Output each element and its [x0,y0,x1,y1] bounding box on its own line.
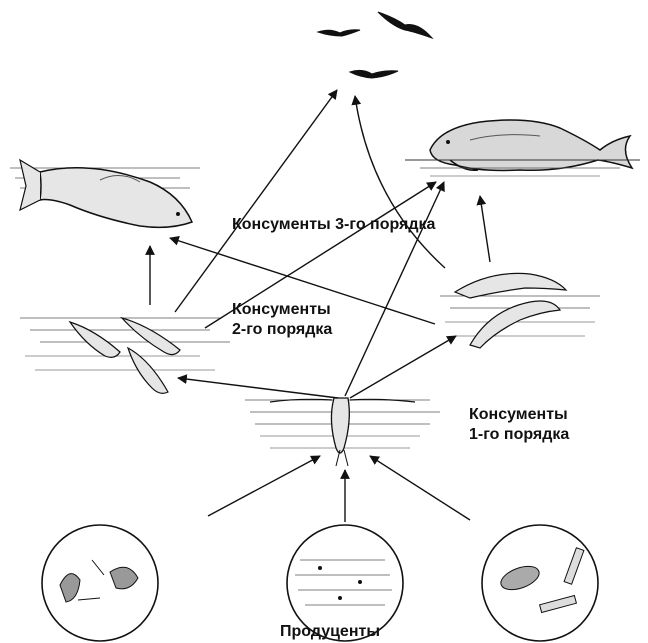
arrow-shrimp-to-birds [355,96,445,268]
consumers-3rd-order-label: Консументы 3-го порядка [232,215,435,235]
consumers-2nd-order-label-line2: 2-го порядка [232,320,332,340]
arrow-small-fish-to-birds [175,90,337,312]
consumers-1st-order-label-line2: 1-го порядка [469,425,569,445]
arrow-copepod-to-small-fish [178,378,338,398]
producers-label: Продуценты [280,622,380,642]
seabird-icon [318,30,360,36]
small-fish-icons [20,318,230,393]
seabird-icon [350,70,398,78]
arrow-shrimp-to-seal-short [480,196,490,262]
copepod-icon [245,398,440,466]
consumers-1st-order-label-line1: Консументы [469,405,568,425]
seal-icon [405,120,640,176]
arrow-producer-left-to-copepod [208,456,320,516]
consumers-2nd-order-label-line1: Консументы [232,300,331,320]
shrimp-icons [440,273,600,348]
arrow-producer-right-to-copepod [370,456,470,520]
seabird-icon [378,12,432,38]
arrow-copepod-to-shrimp [350,336,456,398]
cod-fish-icon [10,160,200,227]
